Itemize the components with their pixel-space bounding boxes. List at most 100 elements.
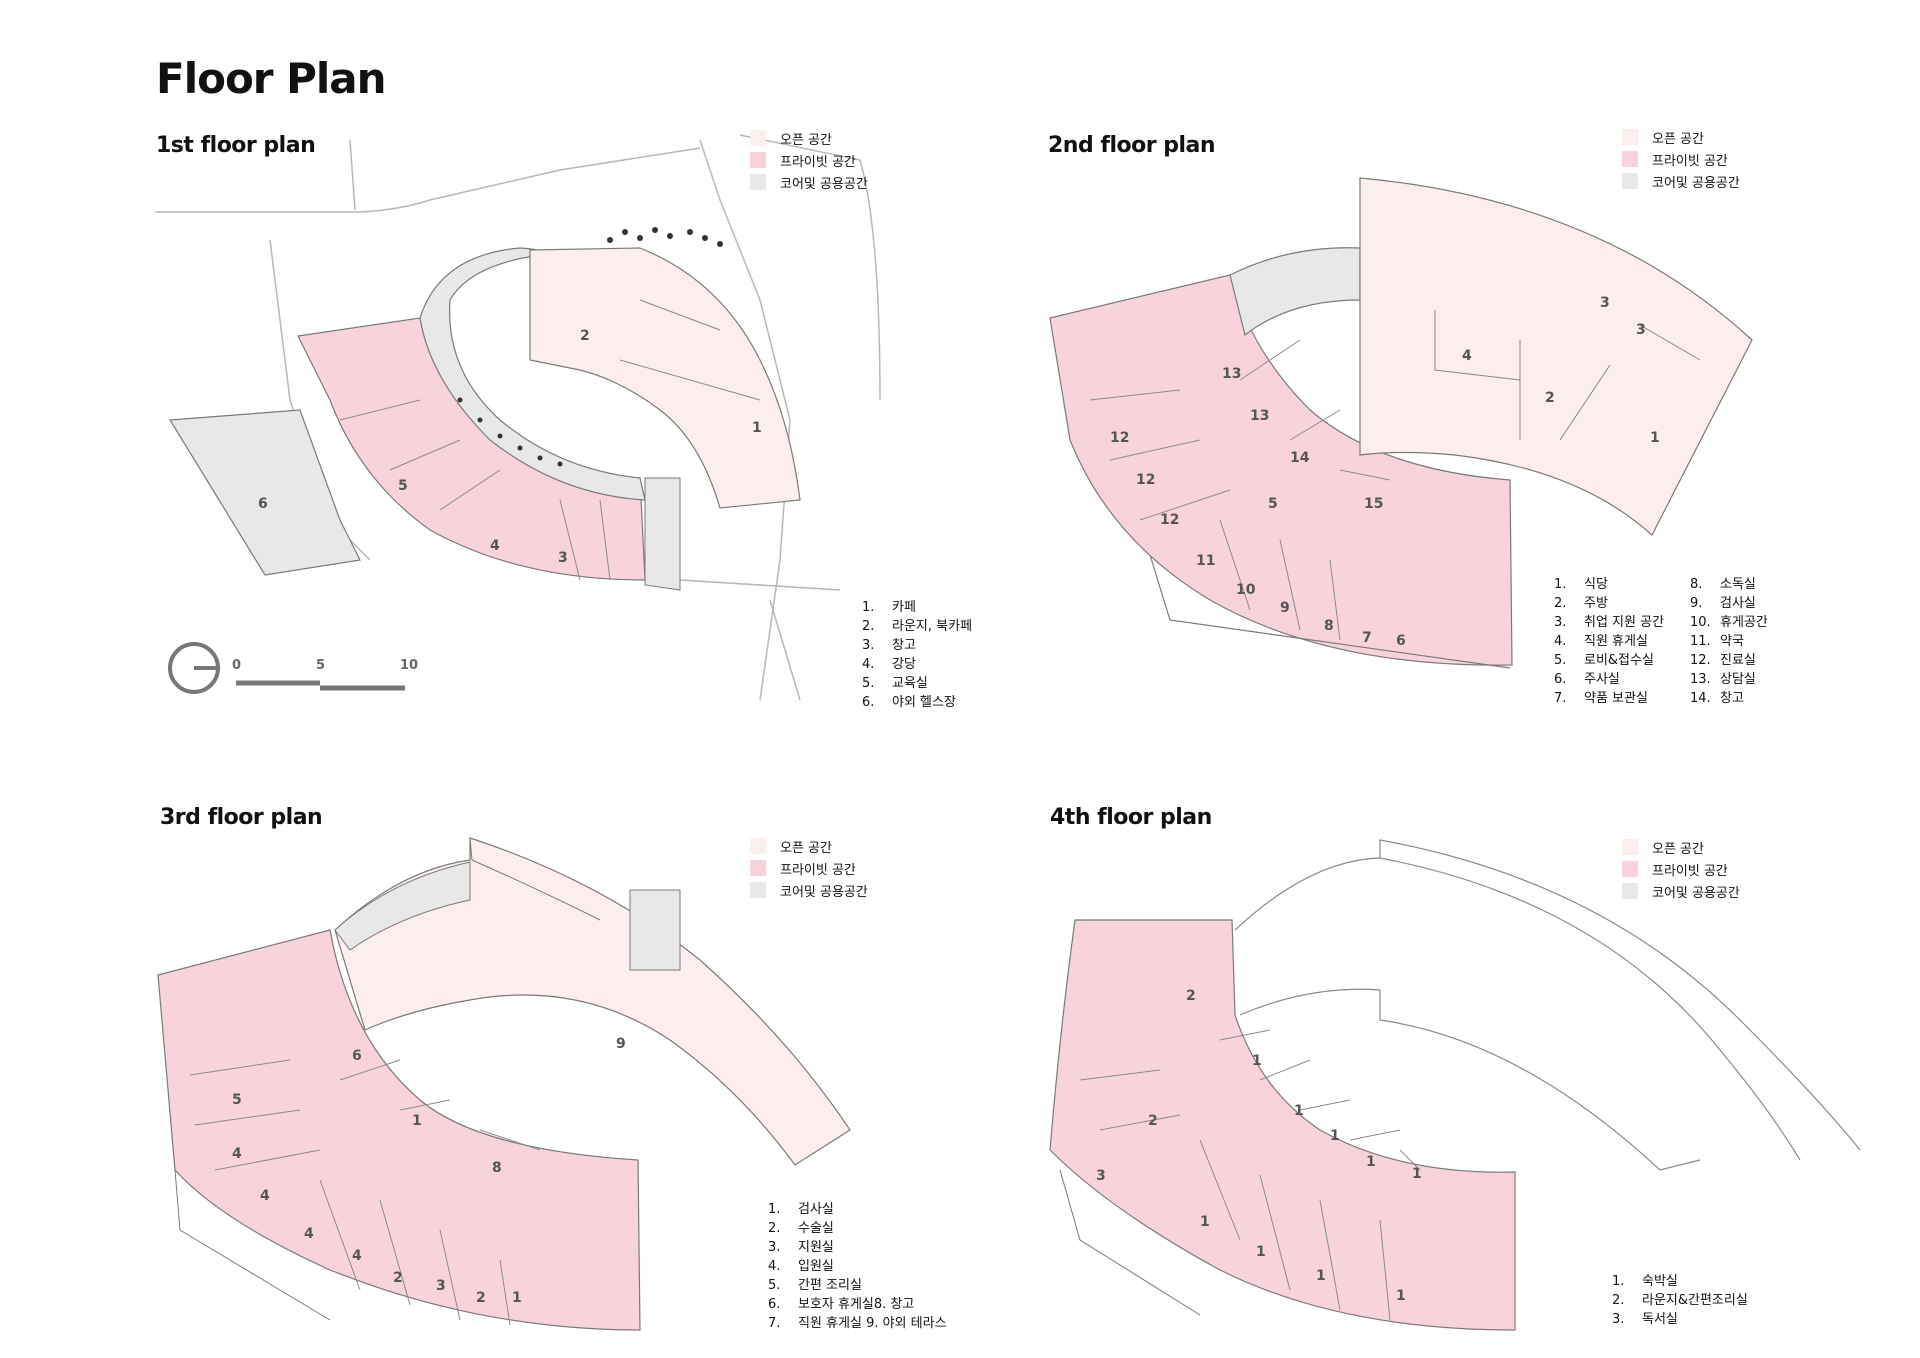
legend-core-label: 코어및 공용공간 bbox=[1652, 175, 1740, 191]
f3-room-4c: 4 bbox=[304, 1226, 314, 1242]
f3-room-2b: 2 bbox=[476, 1290, 486, 1306]
legend-f4: 오픈 공간 프라이빗 공간 코어및 공용공간 bbox=[1622, 836, 1740, 902]
f4-room-1a: 1 bbox=[1252, 1053, 1262, 1069]
f3-room-6: 6 bbox=[352, 1048, 362, 1064]
f2-room-13a: 13 bbox=[1222, 366, 1241, 382]
swatch-private bbox=[750, 152, 766, 168]
f2-room-12b: 12 bbox=[1136, 472, 1155, 488]
note-item: 5.교육실 bbox=[862, 676, 928, 691]
legend-f2: 오픈 공간 프라이빗 공간 코어및 공용공간 bbox=[1622, 126, 1740, 192]
f1-room-5: 5 bbox=[398, 478, 408, 494]
swatch-open bbox=[750, 838, 766, 854]
f3-core bbox=[629, 889, 681, 971]
f2-room-7: 7 bbox=[1362, 630, 1372, 646]
legend-private-label: 프라이빗 공간 bbox=[1652, 863, 1728, 879]
f4-room-1i: 1 bbox=[1396, 1288, 1406, 1304]
f4-room-1b: 1 bbox=[1294, 1103, 1304, 1119]
note-item: 6.야외 헬스장 bbox=[862, 695, 956, 710]
f4-room-1f: 1 bbox=[1200, 1214, 1210, 1230]
note-item: 7.직원 휴게실 9. 야외 테라스 bbox=[768, 1316, 947, 1331]
f2-room-3a: 3 bbox=[1600, 295, 1610, 311]
f2-room-3b: 3 bbox=[1636, 322, 1646, 338]
f3-room-5: 5 bbox=[232, 1092, 242, 1108]
swatch-core bbox=[1622, 883, 1638, 899]
swatch-open bbox=[750, 130, 766, 146]
floor-title-1: 1st floor plan bbox=[156, 133, 316, 158]
f4-private-area bbox=[1049, 919, 1516, 1331]
f4-room-1h: 1 bbox=[1316, 1268, 1326, 1284]
scale-label-5: 5 bbox=[316, 658, 326, 673]
f2-room-1: 1 bbox=[1650, 430, 1660, 446]
legend-private-label: 프라이빗 공간 bbox=[780, 154, 856, 170]
scale-label-10: 10 bbox=[400, 658, 419, 673]
f2-room-12c: 12 bbox=[1160, 512, 1179, 528]
legend-open-label: 오픈 공간 bbox=[1652, 841, 1704, 857]
floor-title-2: 2nd floor plan bbox=[1048, 133, 1216, 158]
f2-core-bridge bbox=[1229, 247, 1361, 337]
floor-title-3: 3rd floor plan bbox=[160, 805, 323, 830]
swatch-core bbox=[750, 882, 766, 898]
legend-open-label: 오픈 공간 bbox=[1652, 131, 1704, 147]
f1-private-area bbox=[297, 317, 646, 581]
floor-title-4: 4th floor plan bbox=[1050, 805, 1212, 830]
swatch-private bbox=[1622, 861, 1638, 877]
scale-label-0: 0 bbox=[232, 658, 242, 673]
legend-f3: 오픈 공간 프라이빗 공간 코어및 공용공간 bbox=[750, 835, 868, 901]
note-item: 3.취업 지원 공간 bbox=[1554, 615, 1665, 630]
f1-room-3: 3 bbox=[558, 550, 568, 566]
f2-room-2: 2 bbox=[1545, 390, 1555, 406]
note-item: 3.창고 bbox=[862, 638, 916, 653]
f4-room-2a: 2 bbox=[1186, 988, 1196, 1004]
swatch-open bbox=[1622, 129, 1638, 145]
f2-room-8: 8 bbox=[1324, 618, 1334, 634]
legend-private-label: 프라이빗 공간 bbox=[1652, 153, 1728, 169]
note-item: 5.로비&접수실 bbox=[1554, 653, 1654, 668]
f4-room-1c: 1 bbox=[1330, 1128, 1340, 1144]
note-item: 2.라운지, 북카페 bbox=[862, 619, 973, 634]
legend-f1: 오픈 공간 프라이빗 공간 코어및 공용공간 bbox=[750, 127, 868, 193]
f3-private-area bbox=[157, 929, 641, 1331]
notes-f4: 1.숙박실 2.라운지&간편조리실 3.독서실 bbox=[1612, 1272, 1748, 1329]
f3-room-9: 9 bbox=[616, 1036, 626, 1052]
f2-room-9: 9 bbox=[1280, 600, 1290, 616]
f2-room-5: 5 bbox=[1268, 496, 1278, 512]
notes-f3: 1.검사실 2.수술실 3.지원실 4.입원실 5.간편 조리실 6.보호자 휴… bbox=[768, 1200, 947, 1333]
swatch-core bbox=[1622, 173, 1638, 189]
legend-open-label: 오픈 공간 bbox=[780, 132, 832, 148]
legend-open-label: 오픈 공간 bbox=[780, 840, 832, 856]
note-item: 3.독서실 bbox=[1612, 1312, 1678, 1327]
note-item: 9.검사실 bbox=[1690, 596, 1756, 611]
note-item: 6.보호자 휴게실8. 창고 bbox=[768, 1297, 915, 1312]
note-item: 7.약품 보관실 bbox=[1554, 691, 1648, 706]
f4-room-1d: 1 bbox=[1366, 1154, 1376, 1170]
f4-room-2b: 2 bbox=[1148, 1113, 1158, 1129]
f1-room-2: 2 bbox=[580, 328, 590, 344]
swatch-core bbox=[750, 174, 766, 190]
f3-room-1a: 1 bbox=[412, 1113, 422, 1129]
notes-f1: 1.카페 2.라운지, 북카페 3.창고 4.강당 5.교육실 6.야외 헬스장 bbox=[862, 598, 972, 712]
note-item: 10.휴게공간 bbox=[1690, 615, 1768, 630]
note-item: 1.숙박실 bbox=[1612, 1274, 1678, 1289]
note-item: 1.검사실 bbox=[768, 1202, 834, 1217]
notes-f2-right: 8.소독실 9.검사실 10.휴게공간 11.약국 12.진료실 13.상담실 … bbox=[1690, 575, 1768, 708]
f3-room-1b: 1 bbox=[512, 1290, 522, 1306]
f2-room-6: 6 bbox=[1396, 633, 1406, 649]
f2-open-area bbox=[1359, 177, 1753, 536]
note-item: 11.약국 bbox=[1690, 634, 1744, 649]
f3-room-2a: 2 bbox=[393, 1270, 403, 1286]
note-item: 4.직원 휴게실 bbox=[1554, 634, 1648, 649]
note-item: 4.강당 bbox=[862, 657, 916, 672]
note-item: 13.상담실 bbox=[1690, 672, 1756, 687]
note-item: 3.지원실 bbox=[768, 1240, 834, 1255]
notes-f2-left: 1.식당 2.주방 3.취업 지원 공간 4.직원 휴게실 5.로비&접수실 6… bbox=[1554, 575, 1664, 708]
note-item: 2.라운지&간편조리실 bbox=[1612, 1293, 1748, 1308]
scale-bar bbox=[236, 680, 405, 691]
f1-open-area bbox=[529, 247, 801, 509]
f3-room-4b: 4 bbox=[260, 1188, 270, 1204]
f2-room-11: 11 bbox=[1196, 553, 1215, 569]
legend-core-label: 코어및 공용공간 bbox=[1652, 885, 1740, 901]
legend-core-label: 코어및 공용공간 bbox=[780, 176, 868, 192]
f1-room-6: 6 bbox=[258, 496, 268, 512]
note-item: 2.수술실 bbox=[768, 1221, 834, 1236]
f1-core-ring bbox=[419, 247, 646, 501]
